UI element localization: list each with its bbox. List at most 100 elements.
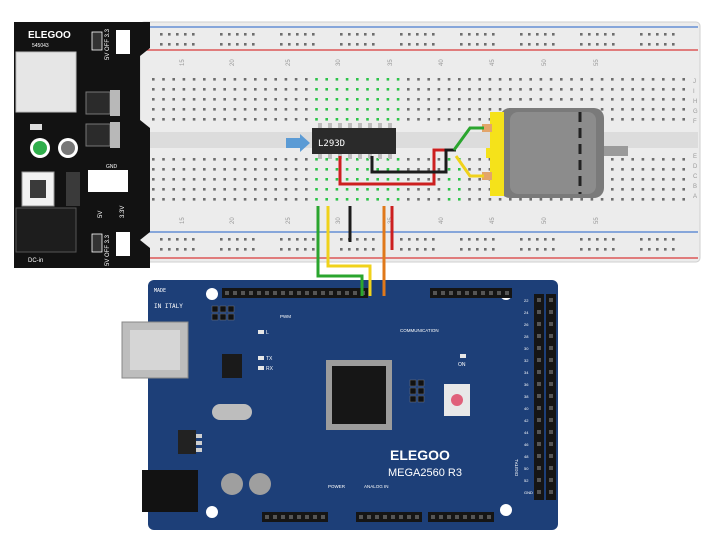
breadboard-hole: [254, 178, 257, 181]
breadboard-hole: [641, 178, 645, 181]
header-pin: [549, 394, 553, 398]
breadboard-hole: [437, 198, 441, 201]
header-bottom-analog-b: [428, 512, 494, 522]
breadboard-hole: [345, 118, 349, 121]
breadboard-hole: [621, 198, 624, 201]
breadboard-hole: [294, 168, 298, 171]
breadboard-hole: [468, 168, 471, 171]
breadboard-hole: [264, 88, 267, 91]
breadboard-hole: [611, 88, 614, 91]
breadboard-hole: [492, 238, 495, 241]
breadboard-hole: [488, 118, 492, 121]
breadboard-hole: [478, 78, 481, 81]
pin-label: 37: [558, 382, 563, 387]
breadboard-hole: [468, 118, 471, 121]
col-num-top: 20: [230, 59, 236, 66]
breadboard-hole: [408, 43, 411, 46]
pin-header-top: [116, 30, 130, 54]
breadboard-hole: [325, 168, 328, 171]
breadboard-hole: [509, 98, 512, 101]
breadboard-hole: [528, 43, 531, 46]
breadboard-hole: [348, 43, 351, 46]
breadboard-hole: [407, 98, 410, 101]
breadboard-hole: [284, 178, 288, 181]
breadboard-hole: [590, 98, 594, 101]
breadboard-hole: [254, 118, 257, 121]
header-pin: [399, 515, 403, 519]
breadboard-hole: [312, 248, 315, 251]
breadboard-hole: [223, 108, 226, 111]
breadboard-hole: [611, 188, 614, 191]
breadboard-hole: [631, 198, 634, 201]
breadboard-hole: [498, 88, 502, 91]
breadboard-hole: [182, 88, 186, 91]
breadboard-hole: [233, 98, 237, 101]
breadboard-hole: [528, 238, 531, 241]
pin-label: 28: [524, 334, 529, 339]
breadboard-hole: [417, 118, 420, 121]
breadboard-hole: [192, 198, 196, 201]
wire-red-chip-to-motor: [338, 148, 454, 186]
breadboard-hole: [335, 178, 339, 181]
header-pin: [447, 515, 451, 519]
breadboard-hole: [509, 88, 512, 91]
breadboard-hole: [376, 188, 379, 191]
chip-pin: [348, 153, 352, 159]
header-pin: [465, 291, 469, 295]
breadboard-hole: [236, 248, 239, 251]
breadboard-hole: [520, 248, 523, 251]
breadboard-hole: [458, 178, 461, 181]
breadboard-hole: [458, 118, 461, 121]
breadboard-hole: [233, 158, 237, 161]
usb-b-port-inner: [130, 330, 180, 370]
breadboard-hole: [427, 98, 430, 101]
breadboard-hole: [223, 118, 226, 121]
breadboard-hole: [223, 188, 226, 191]
header-pin: [537, 346, 541, 350]
breadboard-hole: [182, 178, 186, 181]
breadboard-hole: [549, 78, 553, 81]
breadboard-hole: [560, 88, 563, 91]
breadboard-hole: [294, 98, 298, 101]
breadboard-hole: [152, 158, 155, 161]
breadboard-hole: [656, 248, 659, 251]
breadboard-hole: [162, 98, 165, 101]
breadboard-hole: [254, 108, 257, 111]
breadboard-hole: [458, 188, 461, 191]
breadboard-hole: [549, 198, 553, 201]
breadboard-hole: [682, 98, 685, 101]
header-pin: [473, 291, 477, 295]
label-power: POWER: [328, 484, 346, 489]
breadboard-hole: [345, 178, 349, 181]
breadboard-hole: [305, 98, 308, 101]
switch-side: [66, 172, 80, 206]
header-pin: [549, 442, 553, 446]
row-letter: A: [693, 194, 697, 200]
crystal-oscillator: [212, 404, 252, 420]
breadboard-hole: [220, 248, 223, 251]
col-num-bottom: 25: [286, 217, 292, 224]
dc-jack: [15, 207, 77, 253]
breadboard-hole: [672, 168, 675, 171]
power-module-model: 545043: [32, 43, 49, 49]
breadboard-hole: [345, 168, 349, 171]
breadboard-hole: [682, 178, 685, 181]
breadboard-hole: [345, 158, 349, 161]
breadboard-hole: [243, 188, 247, 191]
breadboard-hole: [662, 88, 665, 91]
header-pin: [329, 291, 333, 295]
breadboard-hole: [570, 78, 573, 81]
breadboard-hole: [427, 158, 430, 161]
breadboard-hole: [192, 158, 196, 161]
breadboard-hole: [294, 188, 298, 191]
header-pin: [265, 515, 269, 519]
breadboard-hole: [447, 108, 451, 111]
breadboard-hole: [233, 88, 237, 91]
pin-label: 46: [524, 442, 529, 447]
breadboard-hole: [325, 88, 328, 91]
breadboard-hole: [408, 33, 411, 36]
breadboard-hole: [662, 158, 665, 161]
breadboard-hole: [376, 98, 379, 101]
breadboard-hole: [468, 178, 471, 181]
breadboard-hole: [536, 248, 539, 251]
